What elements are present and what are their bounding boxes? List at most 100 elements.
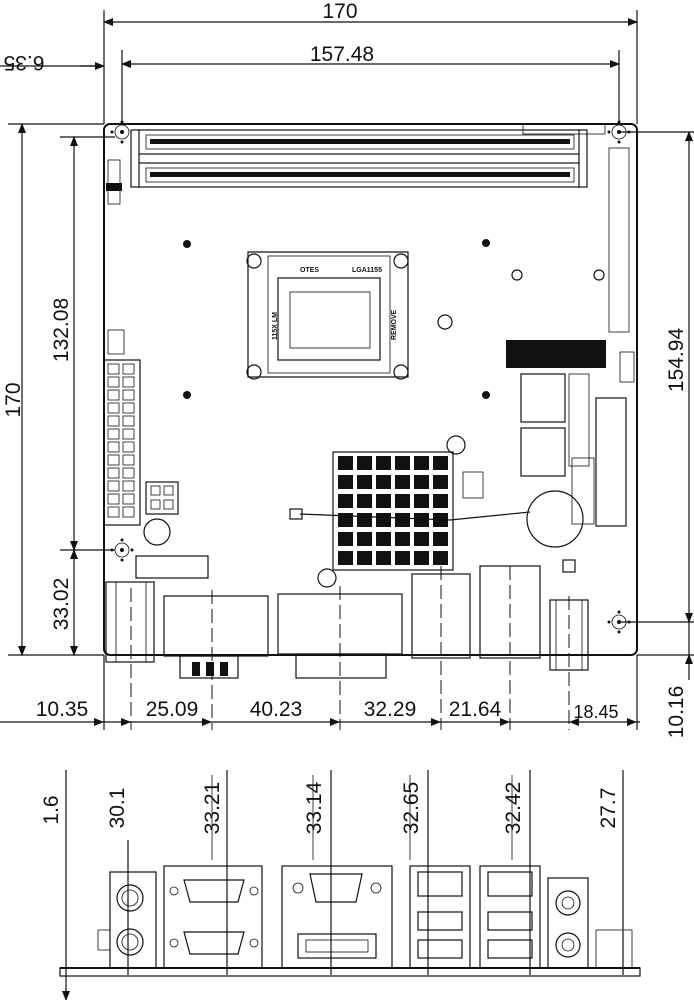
heatsink-fin — [414, 494, 429, 508]
heatsink-fin — [395, 513, 410, 527]
io-connector-ps2 — [105, 581, 155, 663]
heatsink-fin — [376, 513, 391, 527]
buzzer — [143, 518, 171, 546]
heatsink-fin — [414, 475, 429, 489]
atx-pin — [122, 402, 135, 414]
atx-power-connector — [103, 359, 141, 526]
cmos-battery — [526, 490, 584, 548]
audio-jacks-rear — [547, 877, 633, 969]
socket-lga-label: LGA1155 — [352, 267, 382, 274]
atx-pin — [122, 376, 135, 388]
bottom-dim-1: 10.35 — [36, 698, 89, 721]
board-outline — [103, 123, 638, 656]
atx-pin — [122, 389, 135, 401]
board-width-label: 170 — [322, 0, 357, 23]
lan-usb-rear-1 — [409, 865, 471, 969]
atx-pin — [107, 402, 120, 414]
fan-header-left — [107, 329, 125, 355]
atx-pin — [122, 415, 135, 427]
socket-model-label: 115X LM — [272, 312, 279, 340]
rear-view: 1.6 30.1 33.21 33.14 32.65 32.42 27.7 — [40, 770, 641, 1000]
atx-pin — [107, 389, 120, 401]
upper-hole-span-label: 132.08 — [50, 298, 73, 362]
left-offset-label: 6.35 — [4, 51, 45, 74]
atx-pin — [107, 493, 120, 505]
heatsink-fin — [433, 494, 448, 508]
heatsink-fin — [376, 532, 391, 546]
bottom-dim-3: 40.23 — [250, 698, 303, 721]
heatsink-fin — [376, 494, 391, 508]
heatsink-fin — [414, 456, 429, 470]
sata-port-2 — [520, 427, 566, 477]
cpu-socket: OTES LGA1155 115X LM REMOVE — [246, 251, 409, 380]
heatsink-fin — [338, 456, 353, 470]
atx-pin — [122, 467, 135, 479]
heatsink-fin — [395, 551, 410, 565]
right-vertical-header — [608, 147, 630, 333]
ps2-ports-rear — [97, 871, 157, 969]
atx-pin — [107, 467, 120, 479]
heatsink-fin — [433, 456, 448, 470]
socket-otes-label: OTES — [300, 267, 319, 274]
mini-pcie-slot — [506, 340, 606, 368]
right-hole-span-label: 154.94 — [665, 328, 688, 393]
bottom-dim-4: 32.29 — [364, 698, 417, 721]
mounting-hole-bottom-right — [607, 610, 631, 634]
rear-height-serial: 33.21 — [201, 782, 224, 835]
atx-pin — [122, 506, 135, 518]
heatsink-fin — [338, 532, 353, 546]
heatsink-fin — [414, 513, 429, 527]
heatsink-fin — [357, 532, 372, 546]
atx-pin — [107, 454, 120, 466]
heatsink-fin — [376, 475, 391, 489]
bottom-dim-2: 25.09 — [146, 698, 199, 721]
atx-pin — [107, 363, 120, 375]
atx-pin — [122, 428, 135, 440]
atx-pin — [107, 415, 120, 427]
chipset-heatsink — [317, 435, 466, 588]
board-height-label: 170 — [2, 382, 25, 417]
bottom-dim-5: 21.64 — [449, 698, 502, 721]
heatsink-fin — [395, 494, 410, 508]
heatsink-fin — [357, 475, 372, 489]
heatsink-fin — [357, 494, 372, 508]
mounting-hole-bottom-left — [110, 538, 134, 562]
atx-pin — [122, 441, 135, 453]
heatsink-fin — [357, 513, 372, 527]
top-pin-header — [522, 123, 606, 135]
heatsink-fin — [414, 551, 429, 565]
pci-slot — [595, 397, 627, 527]
heatsink-fin — [376, 456, 391, 470]
small-component — [107, 159, 121, 205]
vga-dvi-rear — [281, 865, 393, 969]
socket-remove-label: REMOVE — [391, 309, 398, 340]
mounting-hole-top-right — [607, 120, 631, 144]
heatsink-fin — [357, 456, 372, 470]
serial-ports-rear — [163, 865, 263, 969]
heatsink-fin — [433, 475, 448, 489]
heatsink-fin — [357, 551, 372, 565]
atx-pin — [122, 493, 135, 505]
heatsink-fin — [433, 532, 448, 546]
lan-usb-rear-2 — [479, 865, 541, 969]
cpu-power-connector — [145, 481, 179, 515]
atx-pin — [122, 480, 135, 492]
heatsink-fin — [395, 475, 410, 489]
heatsink-fin — [338, 475, 353, 489]
front-panel-header — [135, 555, 209, 579]
rear-height-lan2: 32.42 — [502, 782, 525, 835]
heatsink-fin — [376, 551, 391, 565]
rear-height-audio: 27.7 — [597, 788, 620, 829]
atx-pin — [122, 363, 135, 375]
lower-hole-offset-label: 33.02 — [50, 578, 73, 631]
sata-port-1 — [520, 373, 566, 423]
pcb-edge — [59, 967, 641, 977]
heatsink-fin — [395, 456, 410, 470]
io-connector-serial — [163, 595, 269, 679]
rear-height-ps2: 30.1 — [106, 788, 129, 829]
top-view: 170 157.48 6.35 170 132.08 33.02 154.94 … — [0, 0, 694, 738]
atx-pin — [107, 441, 120, 453]
rear-height-vga: 33.14 — [303, 781, 326, 834]
rear-height-lan1: 32.65 — [400, 782, 423, 835]
